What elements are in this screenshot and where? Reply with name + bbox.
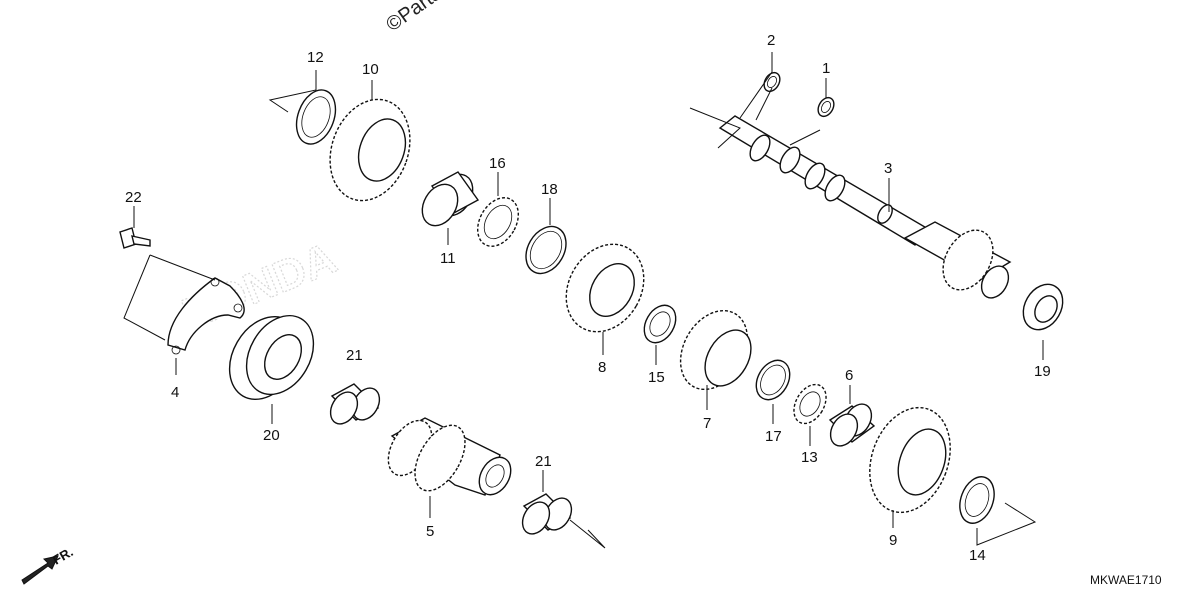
callout-4: 4 [171,384,179,401]
callout-5: 5 [426,523,434,540]
bearing-part-20 [228,314,315,401]
callout-18: 18 [541,181,558,198]
callout-15: 15 [648,369,665,386]
leader-2 [739,52,773,119]
callout-9: 9 [889,532,897,549]
needle-bearing-part-21-a [329,383,381,425]
callout-13: 13 [801,449,818,466]
collar-part-2 [763,71,781,93]
callout-21-b: 21 [535,453,552,470]
gear-part-9 [869,406,951,514]
mainshaft-part [689,107,1012,299]
callout-3: 3 [884,160,892,177]
needle-bearing-part-21-b [521,493,573,535]
callout-20: 20 [263,427,280,444]
callout-11: 11 [440,250,456,267]
washer-part-15 [643,304,677,344]
leader-4-branch [123,254,166,341]
copyright-text: ©Parts [382,0,445,36]
callout-6: 6 [845,367,853,384]
callout-16: 16 [489,155,506,172]
diagram-code: MKWAE1710 [1090,573,1162,587]
callout-22: 22 [125,189,142,206]
callout-21-a: 21 [346,347,363,364]
washer-part-12 [295,89,337,145]
front-arrow-icon [21,555,59,585]
leader-12 [268,70,317,113]
collar-part-1 [817,96,835,118]
callout-1: 1 [822,60,830,77]
circlip-part-17 [755,359,791,401]
callout-7: 7 [703,415,711,432]
bracket-part-4 [167,277,245,355]
washer-part-14 [959,476,995,524]
callout-17: 17 [765,428,782,445]
callout-19: 19 [1034,363,1051,380]
callout-12: 12 [307,49,324,66]
leader-14 [976,502,1037,546]
gear-part-10 [329,98,411,202]
gear-part-7 [679,309,752,391]
gear-part-8 [565,243,645,333]
callout-14: 14 [969,547,986,564]
callout-8: 8 [598,359,606,376]
bushing-part-11 [421,171,480,227]
bolt-part-22 [119,227,151,249]
washer-part-13 [793,383,827,425]
callout-10: 10 [362,61,379,78]
bearing-part-19 [1022,283,1064,331]
circlip-part-18 [525,225,567,275]
washer-part-16 [477,197,519,247]
countershaft-gear-part-5 [387,417,512,496]
callout-2: 2 [767,32,775,49]
bushing-part-6 [828,403,876,447]
